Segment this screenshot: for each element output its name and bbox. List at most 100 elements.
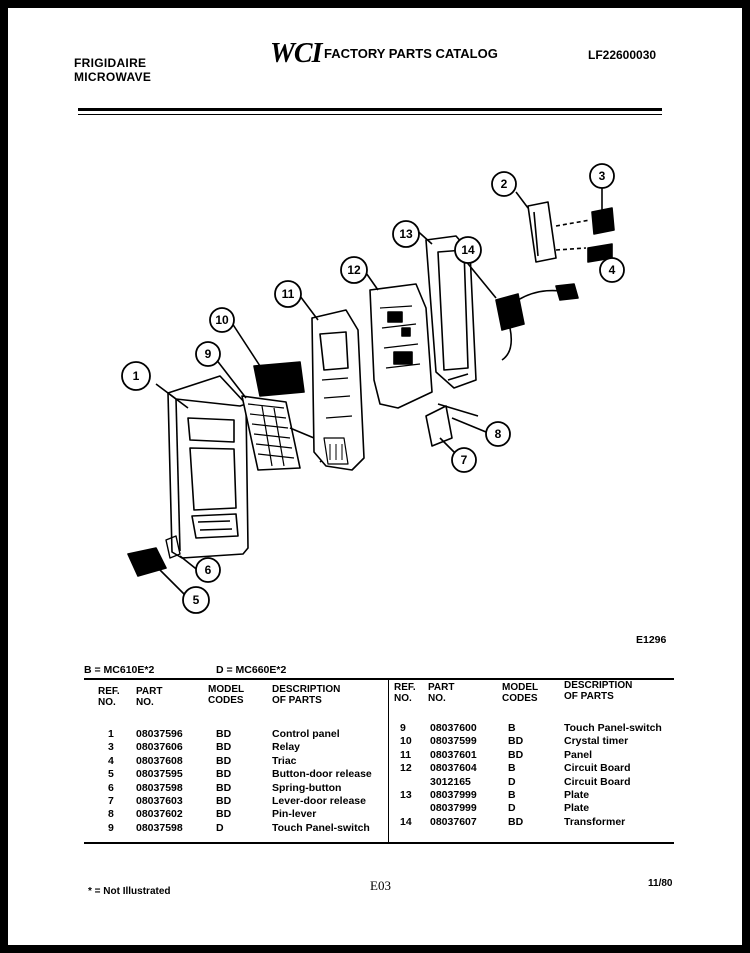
table-cell: D xyxy=(508,775,516,788)
table-cell: BD xyxy=(216,781,232,794)
table-cell: Circuit Board xyxy=(564,762,631,775)
table-cell: 11 xyxy=(400,748,412,761)
callout-label: 3 xyxy=(599,169,606,183)
table-cell: D xyxy=(216,821,224,834)
table-cell: 14 xyxy=(400,815,412,828)
table-cell: 08037606 xyxy=(136,741,183,754)
table-cell: 08037603 xyxy=(136,795,183,808)
page-number: E03 xyxy=(370,878,391,893)
not-illustrated-note: * = Not Illustrated xyxy=(88,886,171,897)
table-cell: 13 xyxy=(400,789,412,802)
table-cell xyxy=(400,802,412,815)
model-number: LF22600030 xyxy=(588,48,657,62)
right-part-column: 08037600 08037599 08037601 08037604 3012… xyxy=(430,722,477,829)
table-cell: 08037602 xyxy=(136,808,183,821)
callout-label: 10 xyxy=(215,313,229,327)
table-cell: B xyxy=(508,789,516,802)
callout-7 xyxy=(451,447,477,473)
table-cell: B xyxy=(508,762,516,775)
header-ref-no: REF. NO. xyxy=(98,686,120,708)
table-cell: 7 xyxy=(108,795,114,808)
header-model-codes: MODEL CODES xyxy=(502,682,539,704)
table-cell: Relay xyxy=(272,741,301,754)
header-description: DESCRIPTION OF PARTS xyxy=(564,680,633,702)
callout-14 xyxy=(454,236,482,264)
table-bottom-rule xyxy=(84,842,674,844)
callout-label: 13 xyxy=(399,227,413,241)
table-cell: 9 xyxy=(108,821,114,834)
callout-label: 1 xyxy=(133,369,140,383)
table-cell: 08037600 xyxy=(430,722,477,734)
callout-label: 6 xyxy=(205,563,212,577)
table-cell: BD xyxy=(508,815,524,828)
table-cell: 6 xyxy=(108,781,114,794)
table-cell: 3012165 xyxy=(430,775,471,788)
callout-4 xyxy=(599,257,625,283)
callout-11 xyxy=(274,280,302,308)
table-cell: 08037595 xyxy=(136,768,183,781)
callout-13 xyxy=(392,220,420,248)
table-cell: BD xyxy=(216,728,232,740)
table-cell: BD xyxy=(216,741,232,754)
brand-name: FRIGIDAIRE xyxy=(74,56,147,70)
table-cell: Touch Panel-switch xyxy=(272,821,370,834)
product-type: MICROWAVE xyxy=(74,70,152,84)
table-cell: BD xyxy=(508,735,524,748)
left-ref-column: 1 3 4 5 6 7 8 9 xyxy=(108,728,114,835)
table-cell: B xyxy=(508,722,516,734)
table-cell: 08037598 xyxy=(136,781,183,794)
header-rule xyxy=(78,108,662,111)
table-cell: Plate xyxy=(564,789,590,802)
model-legend-d: D = MC660E*2 xyxy=(216,664,287,676)
table-cell: 08037598 xyxy=(136,821,183,834)
table-cell: Touch Panel-switch xyxy=(564,722,662,734)
table-cell: BD xyxy=(508,748,524,761)
table-cell: 08037999 xyxy=(430,789,477,802)
table-cell: 8 xyxy=(108,808,114,821)
table-cell: Lever-door release xyxy=(272,795,366,808)
callout-label: 12 xyxy=(347,263,361,277)
header-part-no: PART NO. xyxy=(136,686,163,708)
table-cell: Plate xyxy=(564,802,590,815)
catalog-title: FACTORY PARTS CATALOG xyxy=(324,46,498,61)
table-cell: 9 xyxy=(400,722,406,734)
callout-5 xyxy=(182,586,210,614)
table-cell: 3 xyxy=(108,741,114,754)
callout-12 xyxy=(340,256,368,284)
callout-label: 11 xyxy=(282,287,295,301)
table-top-rule xyxy=(84,678,674,680)
callout-label: 14 xyxy=(461,243,475,257)
table-cell: 1 xyxy=(108,728,114,740)
header-part-no: PART NO. xyxy=(428,682,455,704)
table-cell: BD xyxy=(216,808,232,821)
callout-label: 9 xyxy=(205,347,212,361)
table-cell: 08037601 xyxy=(430,748,477,761)
exploded-parts-diagram: 1 2 3 4 5 6 7 8 9 10 11 12 13 14 xyxy=(121,163,625,614)
table-cell: 12 xyxy=(400,762,412,775)
table-cell: Button-door release xyxy=(272,768,372,781)
catalog-sheet: FRIGIDAIRE MICROWAVE WCI FACTORY PARTS C… xyxy=(8,8,742,945)
model-legend-b: B = MC610E*2 xyxy=(84,664,155,676)
table-cell: 4 xyxy=(108,754,114,767)
table-divider xyxy=(388,680,389,842)
left-part-column: 08037596 08037606 08037608 08037595 0803… xyxy=(136,728,183,835)
table-cell: BD xyxy=(216,795,232,808)
table-cell xyxy=(400,776,412,789)
callout-2 xyxy=(491,171,517,197)
table-cell: 08037999 xyxy=(430,802,477,815)
table-cell: Transformer xyxy=(564,815,626,828)
callout-1 xyxy=(121,361,151,391)
table-cell: 08037608 xyxy=(136,754,183,767)
left-desc-column: Control panel Relay Triac Button-door re… xyxy=(272,728,372,835)
header-description: DESCRIPTION OF PARTS xyxy=(272,684,341,706)
right-code-column: B BD BD B D B D BD xyxy=(508,722,523,829)
table-cell: BD xyxy=(216,754,232,767)
callout-label: 2 xyxy=(501,177,508,191)
table-cell: D xyxy=(508,802,516,815)
table-cell: BD xyxy=(216,768,232,781)
callout-9 xyxy=(195,341,221,367)
header-model-codes: MODEL CODES xyxy=(208,684,245,706)
table-cell: Pin-lever xyxy=(272,808,317,821)
right-ref-column: 9 10 11 12 13 14 xyxy=(400,722,412,829)
